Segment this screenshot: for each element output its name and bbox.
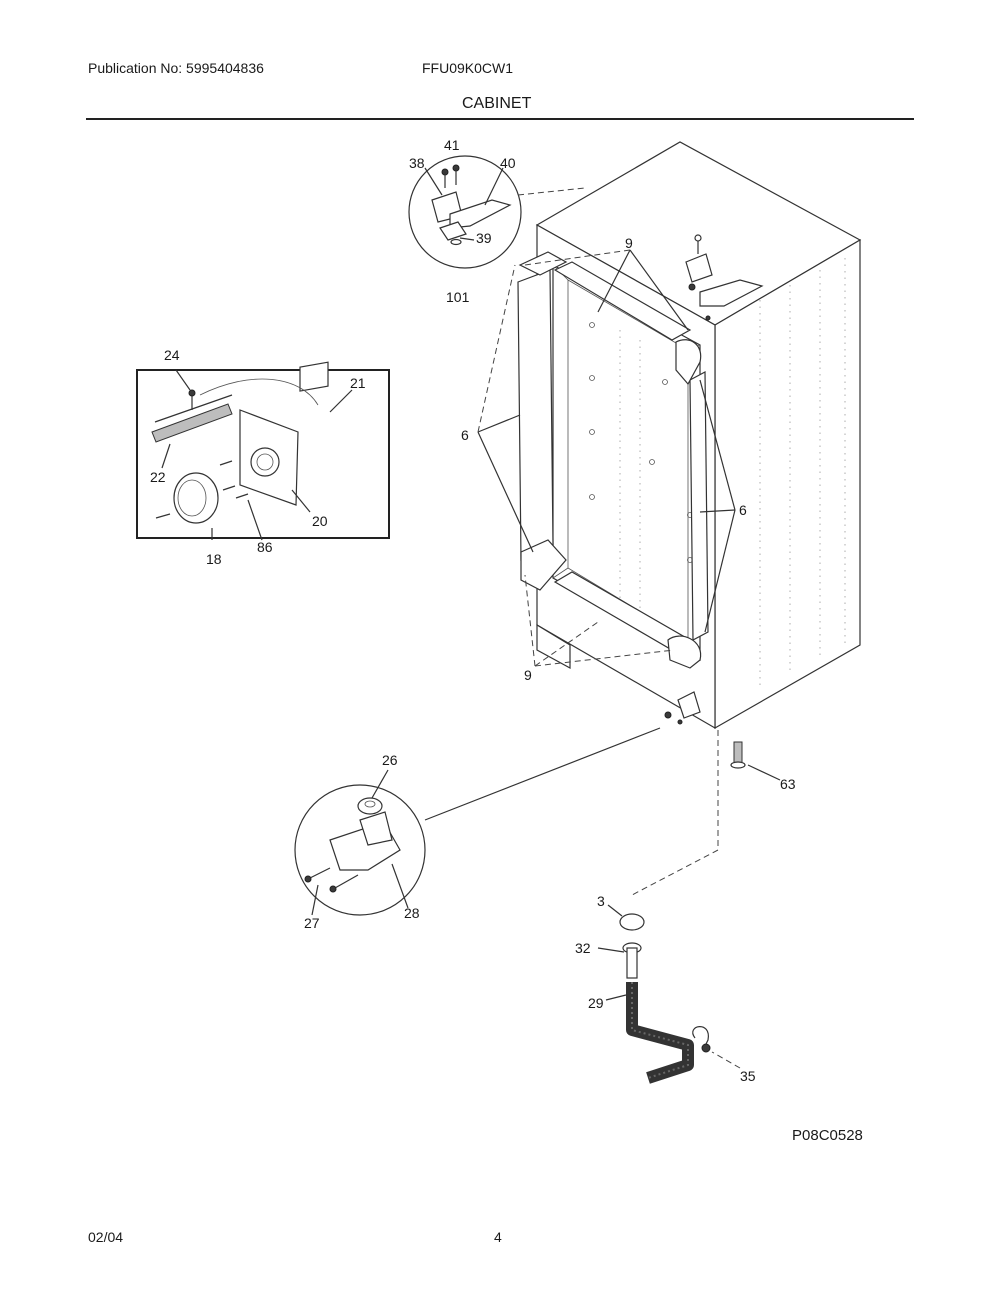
callout-39: 39 bbox=[476, 230, 492, 246]
callout-22: 22 bbox=[150, 469, 166, 485]
cabinet-body bbox=[517, 141, 862, 730]
callout-32: 32 bbox=[575, 940, 591, 956]
callout-24: 24 bbox=[164, 347, 180, 363]
callout-41: 41 bbox=[444, 137, 460, 153]
leveling-leg bbox=[717, 730, 781, 850]
callout-9-top: 9 bbox=[625, 235, 633, 251]
callout-6-left: 6 bbox=[461, 427, 469, 443]
callout-101: 101 bbox=[446, 289, 470, 305]
detail-top-hinge bbox=[408, 155, 586, 269]
callout-26: 26 bbox=[382, 752, 398, 768]
callout-21: 21 bbox=[350, 375, 366, 391]
footer-date: 02/04 bbox=[88, 1229, 124, 1245]
drain-assembly bbox=[597, 849, 741, 1084]
figure-code: P08C0528 bbox=[792, 1127, 863, 1144]
callout-6-right: 6 bbox=[739, 502, 747, 518]
detail-bottom-hinge bbox=[294, 727, 661, 916]
callout-28: 28 bbox=[404, 905, 420, 921]
callout-18: 18 bbox=[206, 551, 222, 567]
callout-86: 86 bbox=[257, 539, 273, 555]
page-title: CABINET bbox=[462, 95, 532, 112]
model-number: FFU09K0CW1 bbox=[422, 60, 514, 76]
callout-9-bottom: 9 bbox=[524, 667, 532, 683]
callout-35: 35 bbox=[740, 1068, 756, 1084]
bottom-hinge-mount bbox=[664, 691, 701, 725]
callout-27: 27 bbox=[304, 915, 320, 931]
page-number: 4 bbox=[494, 1229, 502, 1245]
top-hinge-assembly bbox=[685, 234, 764, 321]
callout-29: 29 bbox=[588, 995, 604, 1011]
publication-number: Publication No: 5995404836 bbox=[88, 60, 264, 76]
callout-20: 20 bbox=[312, 513, 328, 529]
header-rule bbox=[86, 118, 914, 120]
detail-light-switch-box bbox=[136, 361, 390, 541]
callout-63: 63 bbox=[780, 776, 796, 792]
callout-3: 3 bbox=[597, 893, 605, 909]
callout-40: 40 bbox=[500, 155, 516, 171]
callout-38: 38 bbox=[409, 155, 425, 171]
